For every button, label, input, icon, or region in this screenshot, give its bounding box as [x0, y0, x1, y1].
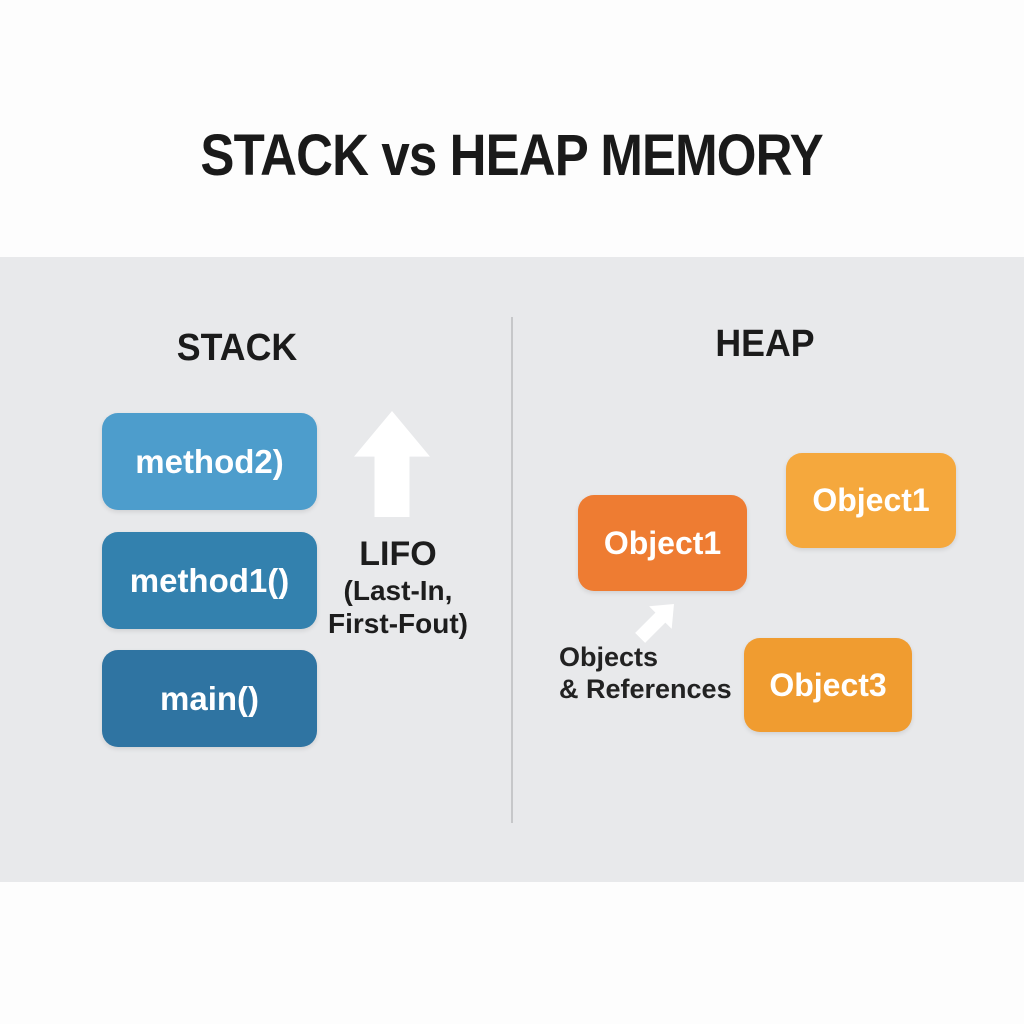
lifo-acronym: LIFO	[359, 535, 437, 573]
section-divider	[511, 317, 513, 823]
page-title: STACK vs HEAP MEMORY	[0, 122, 1024, 189]
heap-object-label: Object3	[769, 666, 887, 703]
heap-object-label: Object1	[812, 482, 930, 518]
page-title-text: STACK vs HEAP MEMORY	[200, 123, 824, 188]
lifo-sub-line2: First-Fout)	[328, 608, 468, 639]
heap-annotation: Objects & References	[559, 641, 732, 705]
heap-section-heading: HEAP	[715, 323, 815, 365]
stack-frame-label: method1()	[129, 561, 290, 599]
stack-frame-main: main()	[102, 650, 317, 747]
lifo-sub-line1: (Last-In,	[343, 575, 453, 606]
stack-frame-method2: method2)	[102, 413, 317, 510]
heap-object-label: Object1	[603, 524, 722, 561]
stack-frame-label: main()	[160, 679, 259, 717]
lifo-annotation: LIFO (Last-In, First-Fout)	[328, 534, 468, 640]
stack-frame-label: method2)	[135, 442, 284, 480]
heap-object1-orange: Object1	[578, 495, 747, 591]
heap-annotation-line1: Objects	[559, 642, 659, 672]
stack-frame-method1: method1()	[102, 532, 317, 629]
heap-object3: Object3	[744, 638, 912, 732]
stack-section-heading: STACK	[176, 327, 298, 369]
heap-object1-amber: Object1	[786, 453, 956, 548]
heap-annotation-line2: & References	[559, 674, 732, 704]
